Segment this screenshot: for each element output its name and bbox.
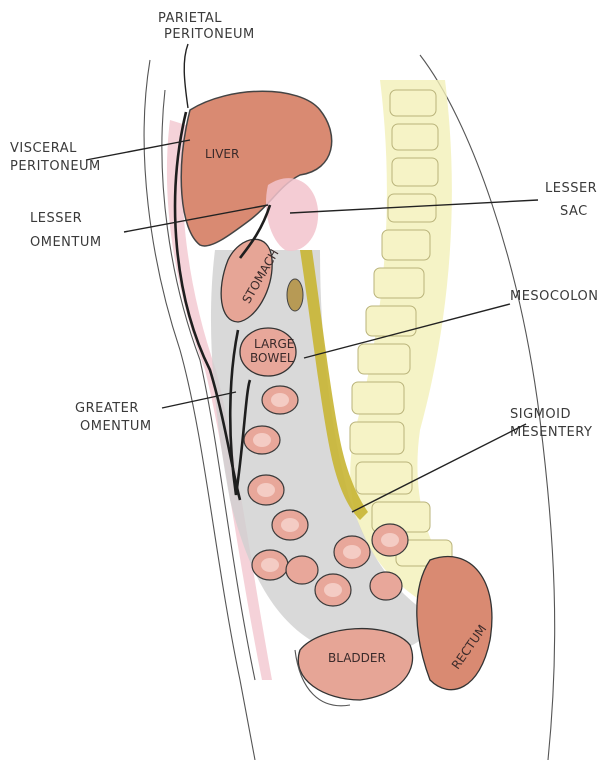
large-bowel-label-2: BOWEL [250,351,294,365]
large-bowel-label-1: LARGE [254,337,294,351]
lesser-omentum-label-1: LESSER [30,211,82,226]
mesocolon-label: MESOCOLON [510,289,598,304]
lesser-sac-region [266,178,318,251]
greater-omentum-label-2: OMENTUM [80,419,152,434]
visceral-peritoneum-label-2: PERITONEUM [10,159,101,174]
rectum [417,557,492,690]
visceral-peritoneum-label-1: VISCERAL [10,141,77,156]
greater-omentum-label-1: GREATER [75,401,139,416]
vertebral-column [350,80,470,600]
lesser-sac-label-2: SAC [560,204,588,219]
lesser-omentum-label-2: OMENTUM [30,235,102,250]
liver-label: LIVER [205,147,239,161]
lesser-sac-label-1: LESSER [545,181,597,196]
bladder-label: BLADDER [328,651,386,665]
parietal-peritoneum-label-1: PARIETAL [158,11,222,26]
parietal-peritoneum-leader [184,44,188,108]
parietal-peritoneum-label-2: PERITONEUM [164,27,255,42]
sigmoid-mesentery-label-2: MESENTERY [510,425,592,440]
duodenum [287,279,303,311]
sigmoid-mesentery-label-1: SIGMOID [510,407,571,422]
